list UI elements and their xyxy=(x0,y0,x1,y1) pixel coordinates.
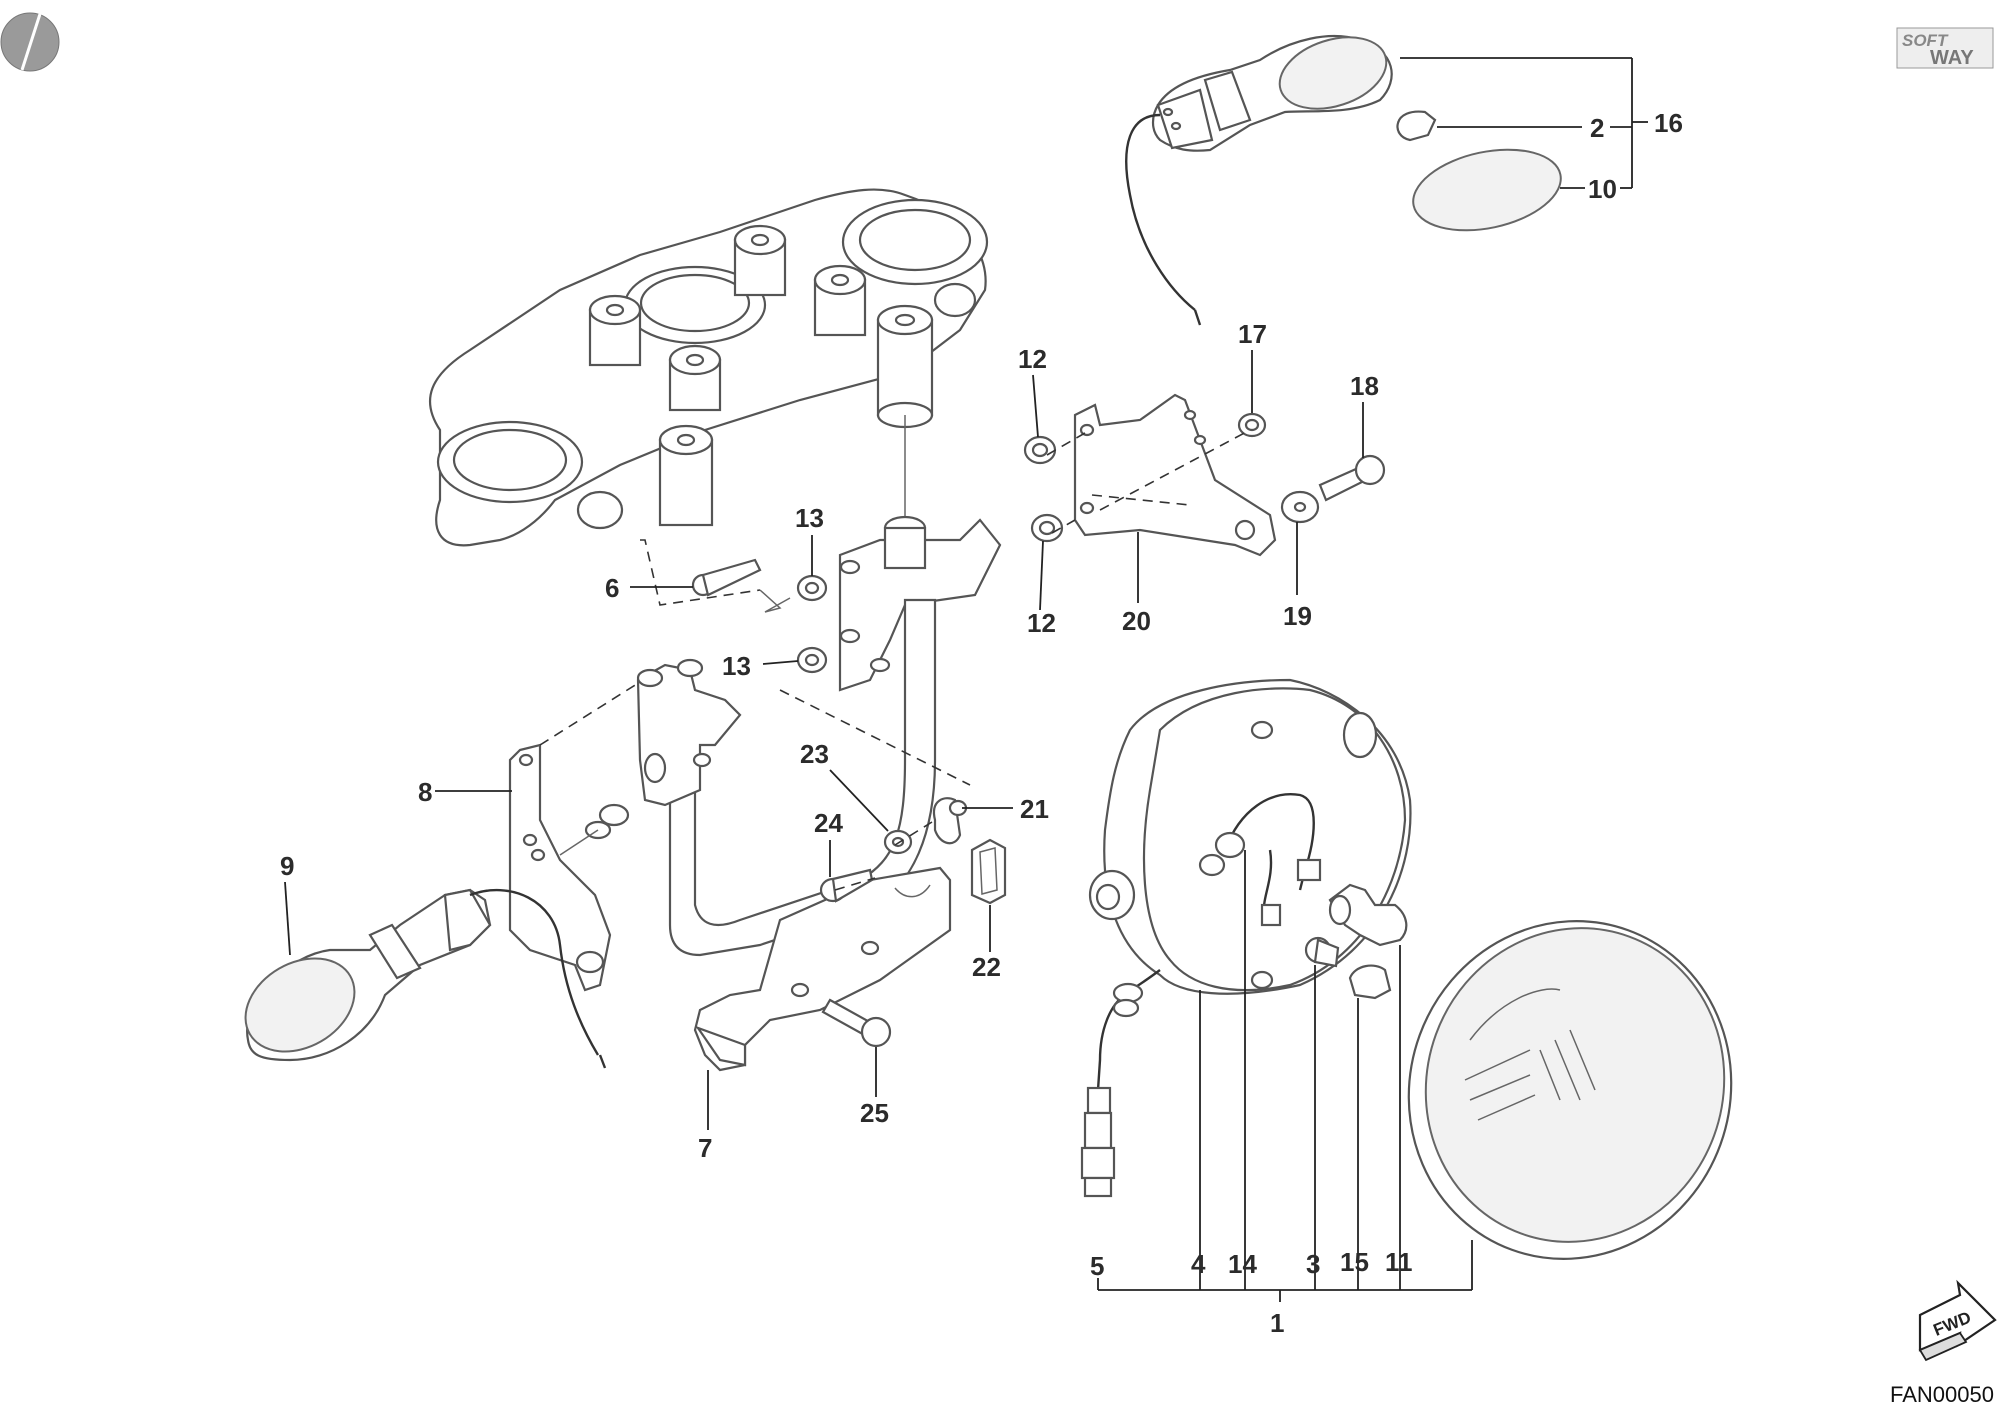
callout-20: 20 xyxy=(1122,606,1151,636)
callout-11: 11 xyxy=(1385,1247,1413,1277)
logo-text-top: SOFT xyxy=(1902,31,1949,50)
softway-logo: SOFT WAY xyxy=(1896,27,1994,69)
drawing-code: FAN00050 xyxy=(1890,1382,1994,1407)
callout-18: 18 xyxy=(1350,371,1379,401)
clip-21 xyxy=(932,797,968,845)
forward-arrow-icon: FWD xyxy=(1918,1279,1997,1362)
headlight-internal-wire xyxy=(1223,793,1315,891)
grommet-17 xyxy=(1237,412,1267,438)
corner-mark-icon xyxy=(0,12,60,72)
assembly-guides xyxy=(539,429,1251,891)
collar-13-lower xyxy=(796,646,828,674)
callout-labels: 2 10 16 17 12 18 13 6 12 20 19 13 23 8 2… xyxy=(280,108,1683,1338)
collar-13-upper xyxy=(796,574,828,602)
callout-10: 10 xyxy=(1588,174,1617,204)
callout-1: 1 xyxy=(1270,1308,1284,1338)
headlight-lens xyxy=(1407,920,1733,1260)
callout-9: 9 xyxy=(280,851,294,881)
callout-15: 15 xyxy=(1340,1247,1369,1277)
headlight-mount-knob xyxy=(1088,869,1136,921)
grommet-12-upper xyxy=(1023,435,1057,465)
callout-3: 3 xyxy=(1306,1249,1320,1279)
bulb-socket xyxy=(1260,858,1322,927)
signal-bracket xyxy=(508,743,612,992)
bracket-20 xyxy=(1073,393,1277,557)
callout-16: 16 xyxy=(1654,108,1683,138)
callout-5: 5 xyxy=(1090,1251,1104,1281)
callout-14: 14 xyxy=(1228,1249,1257,1279)
callout-13-upper: 13 xyxy=(795,503,824,533)
bolt-25 xyxy=(821,998,892,1048)
callout-23: 23 xyxy=(800,739,829,769)
bolt-18 xyxy=(1318,454,1386,502)
signal-lens-10 xyxy=(1412,148,1562,232)
leader-lines xyxy=(284,57,1648,1302)
grommet-22 xyxy=(970,838,1007,905)
callout-8: 8 xyxy=(418,777,432,807)
signal-bulb-2 xyxy=(1396,110,1437,142)
triple-clamp xyxy=(428,188,989,547)
washer-23 xyxy=(883,829,913,855)
headlight-housing xyxy=(1103,678,1412,995)
callout-7: 7 xyxy=(698,1133,712,1163)
callout-12-upper: 12 xyxy=(1018,344,1047,374)
connector-5 xyxy=(1080,1086,1116,1198)
callout-2: 2 xyxy=(1590,113,1604,143)
callout-12-lower: 12 xyxy=(1027,608,1056,638)
callout-13-lower: 13 xyxy=(722,651,751,681)
wire-grommet-14 xyxy=(1198,831,1246,877)
bulb-11 xyxy=(1328,883,1408,947)
bolt-6 xyxy=(691,558,762,597)
headlight-bracket xyxy=(636,515,1002,1072)
grommet-12-lower xyxy=(1030,513,1064,543)
callout-25: 25 xyxy=(860,1098,889,1128)
parking-bulb-holder-3 xyxy=(1304,936,1340,968)
parking-bulb-15 xyxy=(1348,964,1392,1000)
signal-stud-nut xyxy=(559,803,630,856)
callout-21: 21 xyxy=(1020,794,1049,824)
callout-6: 6 xyxy=(605,573,619,603)
left-turn-signal xyxy=(244,888,607,1069)
callout-4: 4 xyxy=(1191,1249,1206,1279)
callout-24: 24 xyxy=(814,808,843,838)
callout-17: 17 xyxy=(1238,319,1267,349)
callout-19: 19 xyxy=(1283,601,1312,631)
right-turn-signal xyxy=(1125,34,1393,326)
callout-22: 22 xyxy=(972,952,1001,982)
harness-grommet xyxy=(1112,982,1144,1018)
logo-text-bottom: WAY xyxy=(1930,47,1974,69)
washer-19 xyxy=(1280,490,1320,524)
